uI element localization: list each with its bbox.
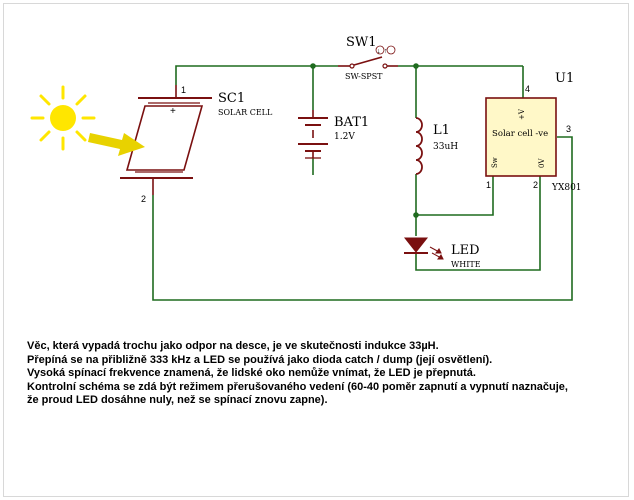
solar-cell-sc1: + 1 2 SC1 SOLAR CELL: [120, 85, 273, 204]
inductor-l1: [415, 117, 423, 175]
sc1-pin2-label: 2: [141, 194, 146, 204]
caption-text: Věc, která vypadá trochu jako odpor na d…: [27, 340, 617, 408]
junction-dot: [310, 63, 316, 69]
junction-dot: [413, 212, 419, 218]
ic-u1: U1 Solar cell -ve +V Sw 0V 4 1 2 3 YX801: [485, 71, 582, 193]
junction-dot: [413, 63, 419, 69]
wire-u1-sw: [416, 176, 494, 216]
led-diode: [403, 237, 444, 260]
junctions: [310, 63, 419, 218]
wire-top-rail: [175, 65, 338, 85]
led-triangle: [403, 237, 429, 253]
sc1-pin1-label: 1: [181, 85, 186, 95]
wires: [152, 65, 573, 301]
wire-led-bottom: [415, 176, 541, 271]
u1-part-label: YX801: [551, 183, 582, 193]
led-ref-label: LED: [451, 243, 480, 258]
bat1-value-label: 1.2V: [334, 132, 355, 142]
u1-body: [485, 97, 557, 177]
sw1-lever: [353, 56, 383, 66]
l1-coil: [415, 117, 423, 175]
sc1-panel: [125, 105, 204, 171]
caption-line-5: že proud LED dosáhne nuly, než se spínac…: [27, 394, 328, 406]
battery-bat1: [298, 110, 328, 159]
sc1-ref-label: SC1: [218, 91, 245, 106]
caption-line-4: Kontrolní schéma se zdá být režimem přer…: [27, 380, 568, 393]
l1-ref-label: L1: [433, 123, 450, 138]
u1-pin4-number: 4: [525, 84, 530, 94]
sc1-value-label: SOLAR CELL: [218, 108, 273, 117]
u1-ref-label: U1: [555, 71, 574, 86]
u1-pin-vplus-label: +V: [518, 108, 526, 120]
caption-line-3: Vysoká spínací frekvence znamená, že lid…: [27, 367, 476, 379]
sc1-plus-label: +: [170, 106, 176, 117]
led-emission-arrows-icon: [429, 246, 444, 260]
sw1-state-icon-up: [386, 45, 396, 55]
u1-name-label: Solar cell -ve: [492, 129, 548, 139]
sw1-value-label: SW-SPST: [345, 72, 383, 81]
caption-line-1: Věc, která vypadá trochu jako odpor na d…: [27, 340, 439, 352]
u1-pin-0v-label: 0V: [538, 158, 546, 168]
sw1-symbols-label: ↓↑: [377, 48, 391, 55]
sun-icon: [30, 85, 96, 151]
u1-pin3-number: 3: [566, 124, 571, 134]
u1-pin1-number: 1: [486, 180, 491, 190]
sw1-contact-left: [349, 63, 355, 69]
u1-pin2-number: 2: [533, 180, 538, 190]
led-value-label: WHITE: [451, 260, 481, 269]
l1-value-label: 33uH: [433, 142, 458, 152]
caption-line-2: Přepíná se na přibližně 333 kHz a LED se…: [27, 353, 493, 366]
image-frame: [3, 3, 629, 497]
wire-bottom-return: [152, 136, 573, 301]
sw1-contact-right: [382, 63, 388, 69]
u1-pin-sw-label: Sw: [491, 157, 499, 168]
light-arrow-icon: [88, 133, 145, 156]
sw1-ref-label: SW1: [346, 35, 377, 50]
bat1-ref-label: BAT1: [334, 115, 369, 130]
switch-sw1: SW1 SW-SPST ↓↑: [338, 35, 398, 81]
sw1-state-icon-down: [375, 45, 385, 55]
